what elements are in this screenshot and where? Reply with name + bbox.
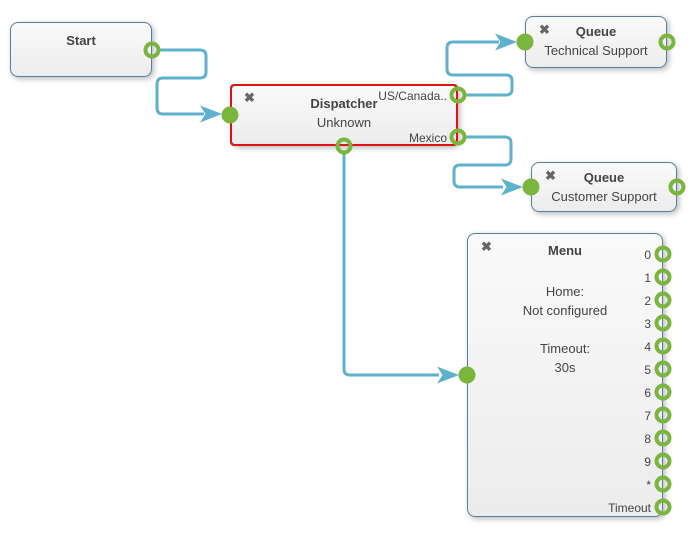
arrow-icon — [437, 366, 459, 384]
node-start-title: Start — [66, 33, 96, 48]
node-dispatcher-subtitle: Unknown — [316, 115, 372, 130]
port-output-dispatcher-bottom[interactable] — [335, 137, 353, 155]
port-menu-8[interactable] — [654, 429, 672, 447]
node-queue-customer-title: Queue — [583, 170, 625, 185]
node-queue-customer-subtitle: Customer Support — [551, 189, 657, 204]
port-output-mexico[interactable] — [449, 128, 467, 146]
port-input-menu[interactable] — [458, 366, 476, 384]
port-menu-0[interactable] — [654, 245, 672, 263]
node-menu-title: Menu — [548, 243, 582, 258]
port-menu-6[interactable] — [654, 383, 672, 401]
output-label-8: 8 — [644, 432, 651, 446]
port-menu-timeout[interactable] — [654, 498, 672, 516]
output-label-star: * — [646, 478, 651, 492]
menu-timeout-label: Timeout: — [539, 341, 591, 356]
delete-icon[interactable]: ✖ — [539, 22, 550, 37]
output-label-3: 3 — [644, 317, 651, 331]
port-menu-5[interactable] — [654, 360, 672, 378]
port-menu-3[interactable] — [654, 314, 672, 332]
output-label-6: 6 — [644, 386, 651, 400]
connector-dispatcher-to-menu[interactable] — [342, 154, 459, 384]
output-label-4: 4 — [644, 340, 651, 354]
port-menu-2[interactable] — [654, 291, 672, 309]
output-label-1: 1 — [644, 271, 651, 285]
output-label-0: 0 — [644, 248, 651, 262]
delete-icon[interactable]: ✖ — [545, 168, 556, 183]
port-input-queue-technical[interactable] — [516, 33, 534, 51]
node-queue-customer-support[interactable]: ✖ Queue Customer Support — [531, 162, 677, 212]
arrow-icon — [501, 178, 523, 196]
delete-icon[interactable]: ✖ — [481, 239, 492, 254]
port-menu-1[interactable] — [654, 268, 672, 286]
menu-home-label: Home: — [545, 284, 585, 299]
output-label-9: 9 — [644, 455, 651, 469]
output-label-timeout: Timeout — [608, 501, 651, 515]
port-menu-7[interactable] — [654, 406, 672, 424]
menu-home-value: Not configured — [522, 303, 608, 318]
node-menu[interactable]: ✖ Menu Home: Not configured Timeout: 30s… — [467, 233, 663, 517]
port-menu-4[interactable] — [654, 337, 672, 355]
port-input-queue-customer[interactable] — [522, 178, 540, 196]
port-output-queue-technical[interactable] — [658, 33, 676, 51]
port-menu-9[interactable] — [654, 452, 672, 470]
output-label-us-canada: US/Canada.. — [378, 89, 447, 103]
port-output-start[interactable] — [143, 41, 161, 59]
node-dispatcher-title: Dispatcher — [310, 96, 378, 111]
menu-timeout-value: 30s — [554, 360, 576, 375]
port-menu-star[interactable] — [654, 475, 672, 493]
node-queue-technical-subtitle: Technical Support — [544, 43, 648, 58]
port-output-us-canada[interactable] — [449, 86, 467, 104]
output-label-5: 5 — [644, 363, 651, 377]
node-start[interactable]: Start — [10, 22, 152, 77]
connector-mexico-to-queue-customer[interactable] — [452, 135, 523, 196]
node-queue-technical-support[interactable]: ✖ Queue Technical Support — [525, 16, 667, 68]
port-output-queue-customer[interactable] — [668, 178, 686, 196]
node-menu-body: Home: Not configured Timeout: 30s — [468, 282, 662, 377]
delete-icon[interactable]: ✖ — [244, 90, 255, 105]
port-input-dispatcher[interactable] — [221, 106, 239, 124]
output-label-2: 2 — [644, 294, 651, 308]
node-queue-technical-title: Queue — [575, 24, 617, 39]
output-label-7: 7 — [644, 409, 651, 423]
output-label-mexico: Mexico — [408, 131, 447, 145]
connector-start-to-dispatcher[interactable] — [155, 48, 222, 123]
